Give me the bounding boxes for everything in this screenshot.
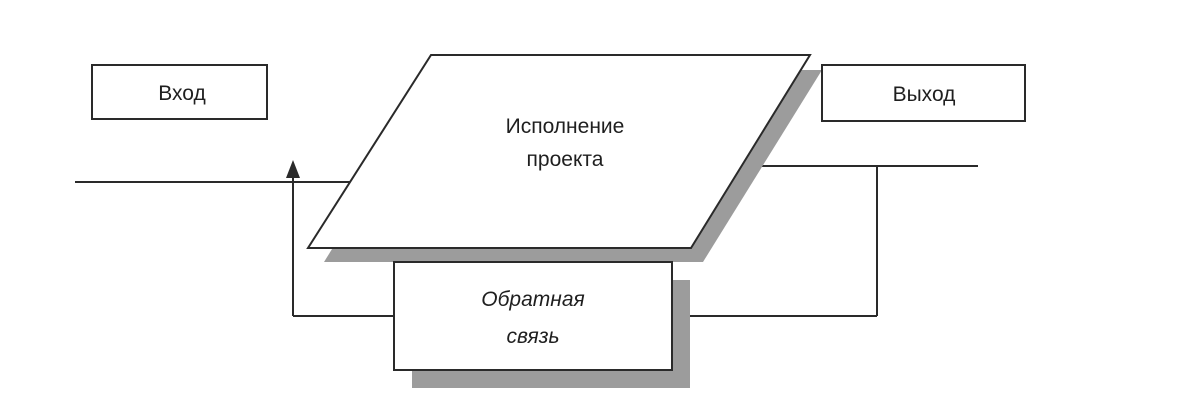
process-label-line-1: Исполнение <box>506 115 625 138</box>
feedback-label-line-1: Обратная <box>481 288 584 311</box>
output-box <box>821 64 1026 122</box>
process-label-line-2: проекта <box>527 148 604 171</box>
feedback-label-line-2: связь <box>506 325 559 348</box>
input-box <box>91 64 268 120</box>
feedback-arrowhead <box>286 160 300 178</box>
process-shape <box>306 54 812 249</box>
feedback-box <box>393 261 673 371</box>
output-label: Выход <box>893 83 956 106</box>
input-label: Вход <box>158 82 206 105</box>
